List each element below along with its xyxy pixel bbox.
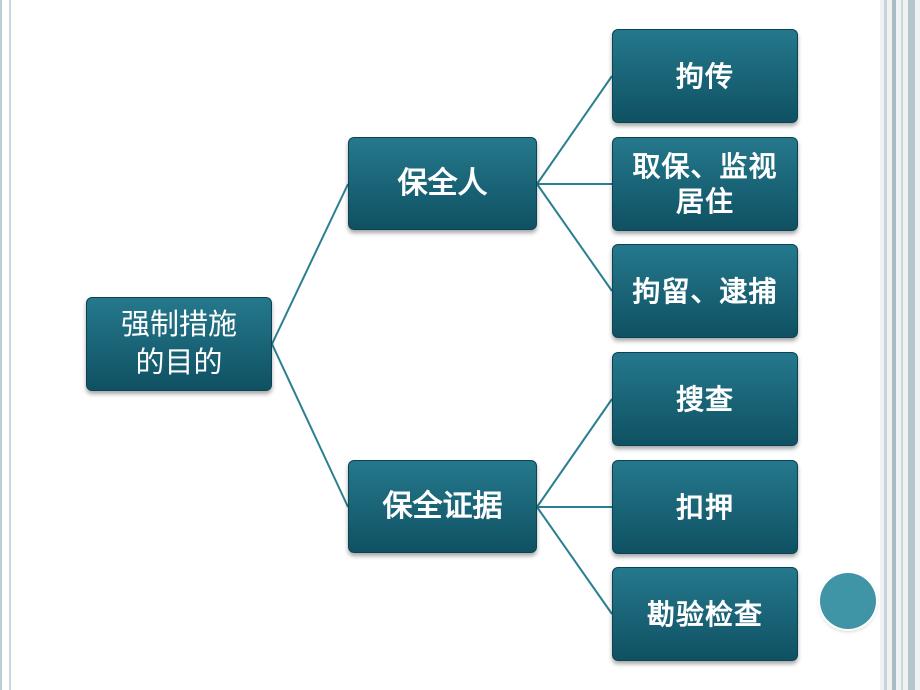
connector-root-to-branch-2 [271, 343, 349, 508]
leaf-node-label: 拘留、逮捕 [632, 274, 778, 308]
branch-node-protect-evidence: 保全证据 [348, 460, 537, 553]
leaf-node-detention-arrest: 拘留、逮捕 [612, 244, 798, 338]
right-border-line [884, 0, 887, 690]
branch-node-label: 保全证据 [382, 488, 503, 524]
leaf-node-search: 搜查 [612, 352, 798, 446]
connector-branch-2-to-leaf-3 [536, 506, 613, 615]
leaf-node-seizure: 扣押 [612, 460, 798, 554]
connector-branch-2-to-leaf-1 [536, 398, 613, 508]
decorative-circle [820, 573, 876, 629]
root-node: 强制措施的目的 [86, 297, 272, 391]
right-border-line [908, 0, 915, 690]
leaf-node-label: 勘验检查 [646, 597, 763, 631]
leaf-node-label: 拘传 [675, 59, 734, 93]
right-border-line [892, 0, 896, 690]
left-border-line [0, 0, 2, 690]
left-border-line [9, 0, 11, 690]
leaf-node-summons: 拘传 [612, 29, 798, 123]
connector-branch-1-to-leaf-1 [536, 75, 613, 185]
connector-root-to-branch-1 [271, 183, 349, 345]
leaf-node-label: 取保、监视居住 [632, 150, 778, 218]
branch-node-label: 保全人 [397, 165, 488, 201]
leaf-node-label: 搜查 [675, 382, 734, 416]
leaf-node-bail-residential-surveillance: 取保、监视居住 [612, 137, 798, 231]
leaf-node-label: 扣押 [675, 490, 734, 524]
leaf-node-inspection: 勘验检查 [612, 567, 798, 661]
right-border-line [901, 0, 903, 690]
branch-node-protect-person: 保全人 [348, 137, 537, 230]
connector-branch-1-to-leaf-3 [536, 183, 613, 292]
root-node-label: 强制措施的目的 [120, 307, 237, 379]
